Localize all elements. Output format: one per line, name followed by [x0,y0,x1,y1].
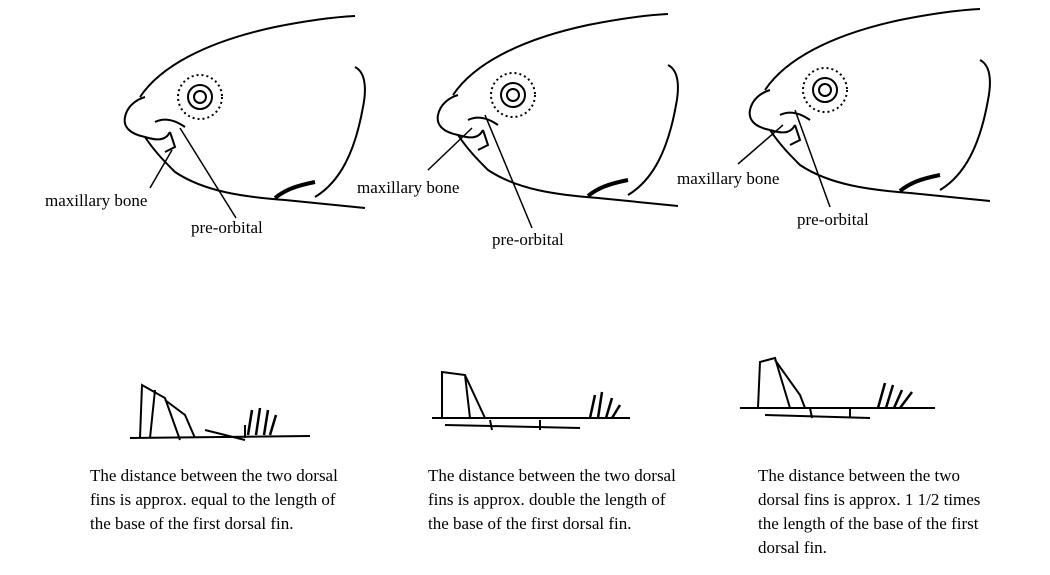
caption-line: fins is approx. equal to the length of [90,490,336,509]
caption-3: The distance between the two dorsal fins… [758,464,980,560]
arrow [427,127,473,171]
caption-line: dorsal fins is approx. 1 1/2 times [758,490,981,509]
caption-line: the base of the first dorsal fin. [90,514,294,533]
arrow [149,149,173,189]
caption-2: The distance between the two dorsal fins… [428,464,676,536]
caption-line: The distance between the two dorsal [428,466,676,485]
fish-head-3 [737,7,992,208]
pre-orbital-label-3: pre-orbital [797,210,869,229]
arrow [179,127,237,219]
arrow [737,124,784,165]
maxillary-bone-label-1: maxillary bone [45,191,148,210]
dorsal-fins-1 [129,383,311,441]
fish-head-1 [122,14,367,219]
caption-line: The distance between the two dorsal [90,466,338,485]
maxillary-bone-label-2: maxillary bone [357,178,460,197]
caption-1: The distance between the two dorsal fins… [90,464,338,536]
caption-line: the length of the base of the first [758,514,979,533]
pre-orbital-label-1: pre-orbital [191,218,263,237]
caption-line: fins is approx. double the length of [428,490,666,509]
caption-line: The distance between the two [758,466,961,485]
pre-orbital-label-2: pre-orbital [492,230,564,249]
arrow [794,109,831,208]
caption-line: the base of the first dorsal fin. [428,514,632,533]
fish-head-2 [427,12,680,229]
maxillary-bone-label-3: maxillary bone [677,169,780,188]
arrow [484,114,533,229]
dorsal-fins-3 [740,356,935,419]
dorsal-fins-2 [432,370,630,431]
caption-line: dorsal fin. [758,538,827,557]
